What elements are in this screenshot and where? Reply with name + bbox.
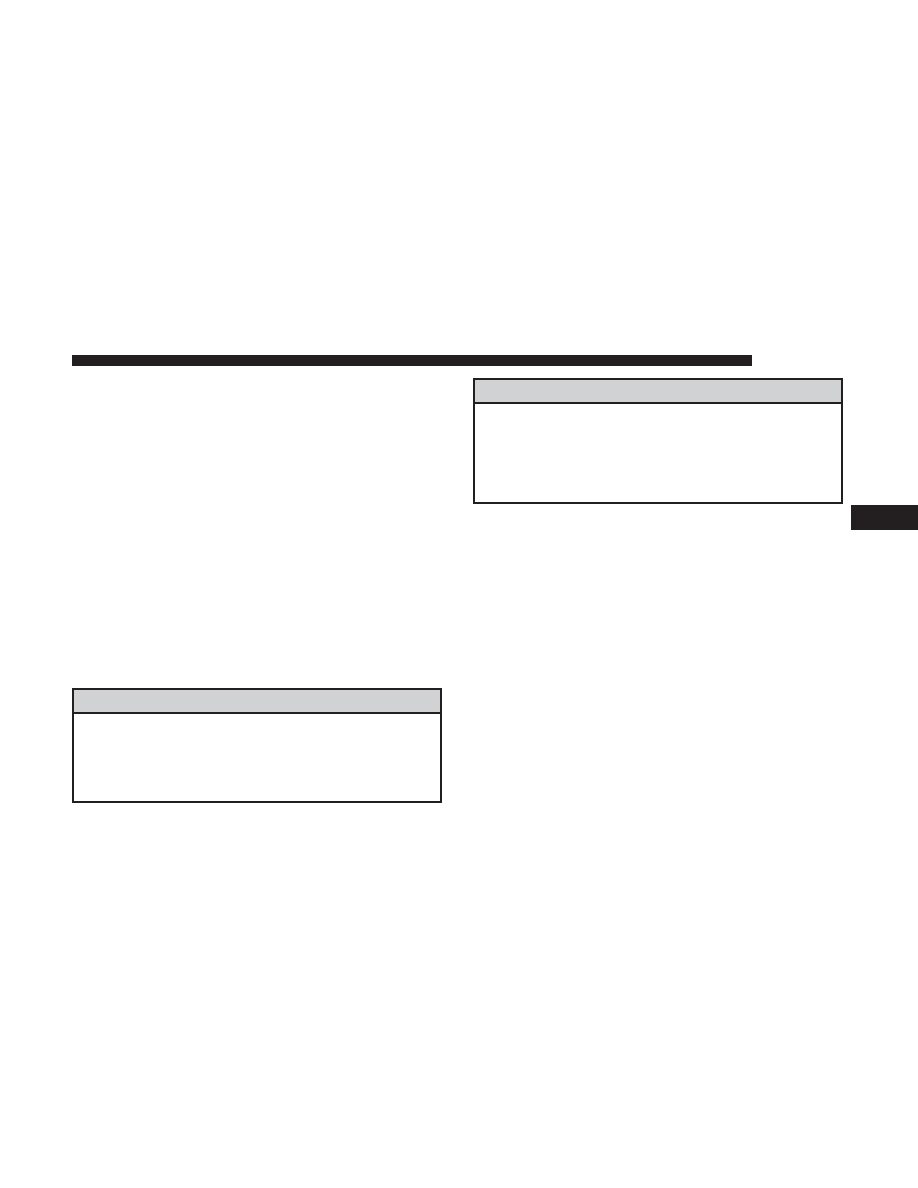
header-rule [72,355,752,366]
section-tab [851,505,918,530]
notice-header-left [74,690,440,714]
notice-box-right [473,378,843,504]
notice-body-right [475,404,841,420]
notice-body-left [74,714,440,730]
notice-box-left [72,688,442,803]
notice-header-right [475,380,841,404]
